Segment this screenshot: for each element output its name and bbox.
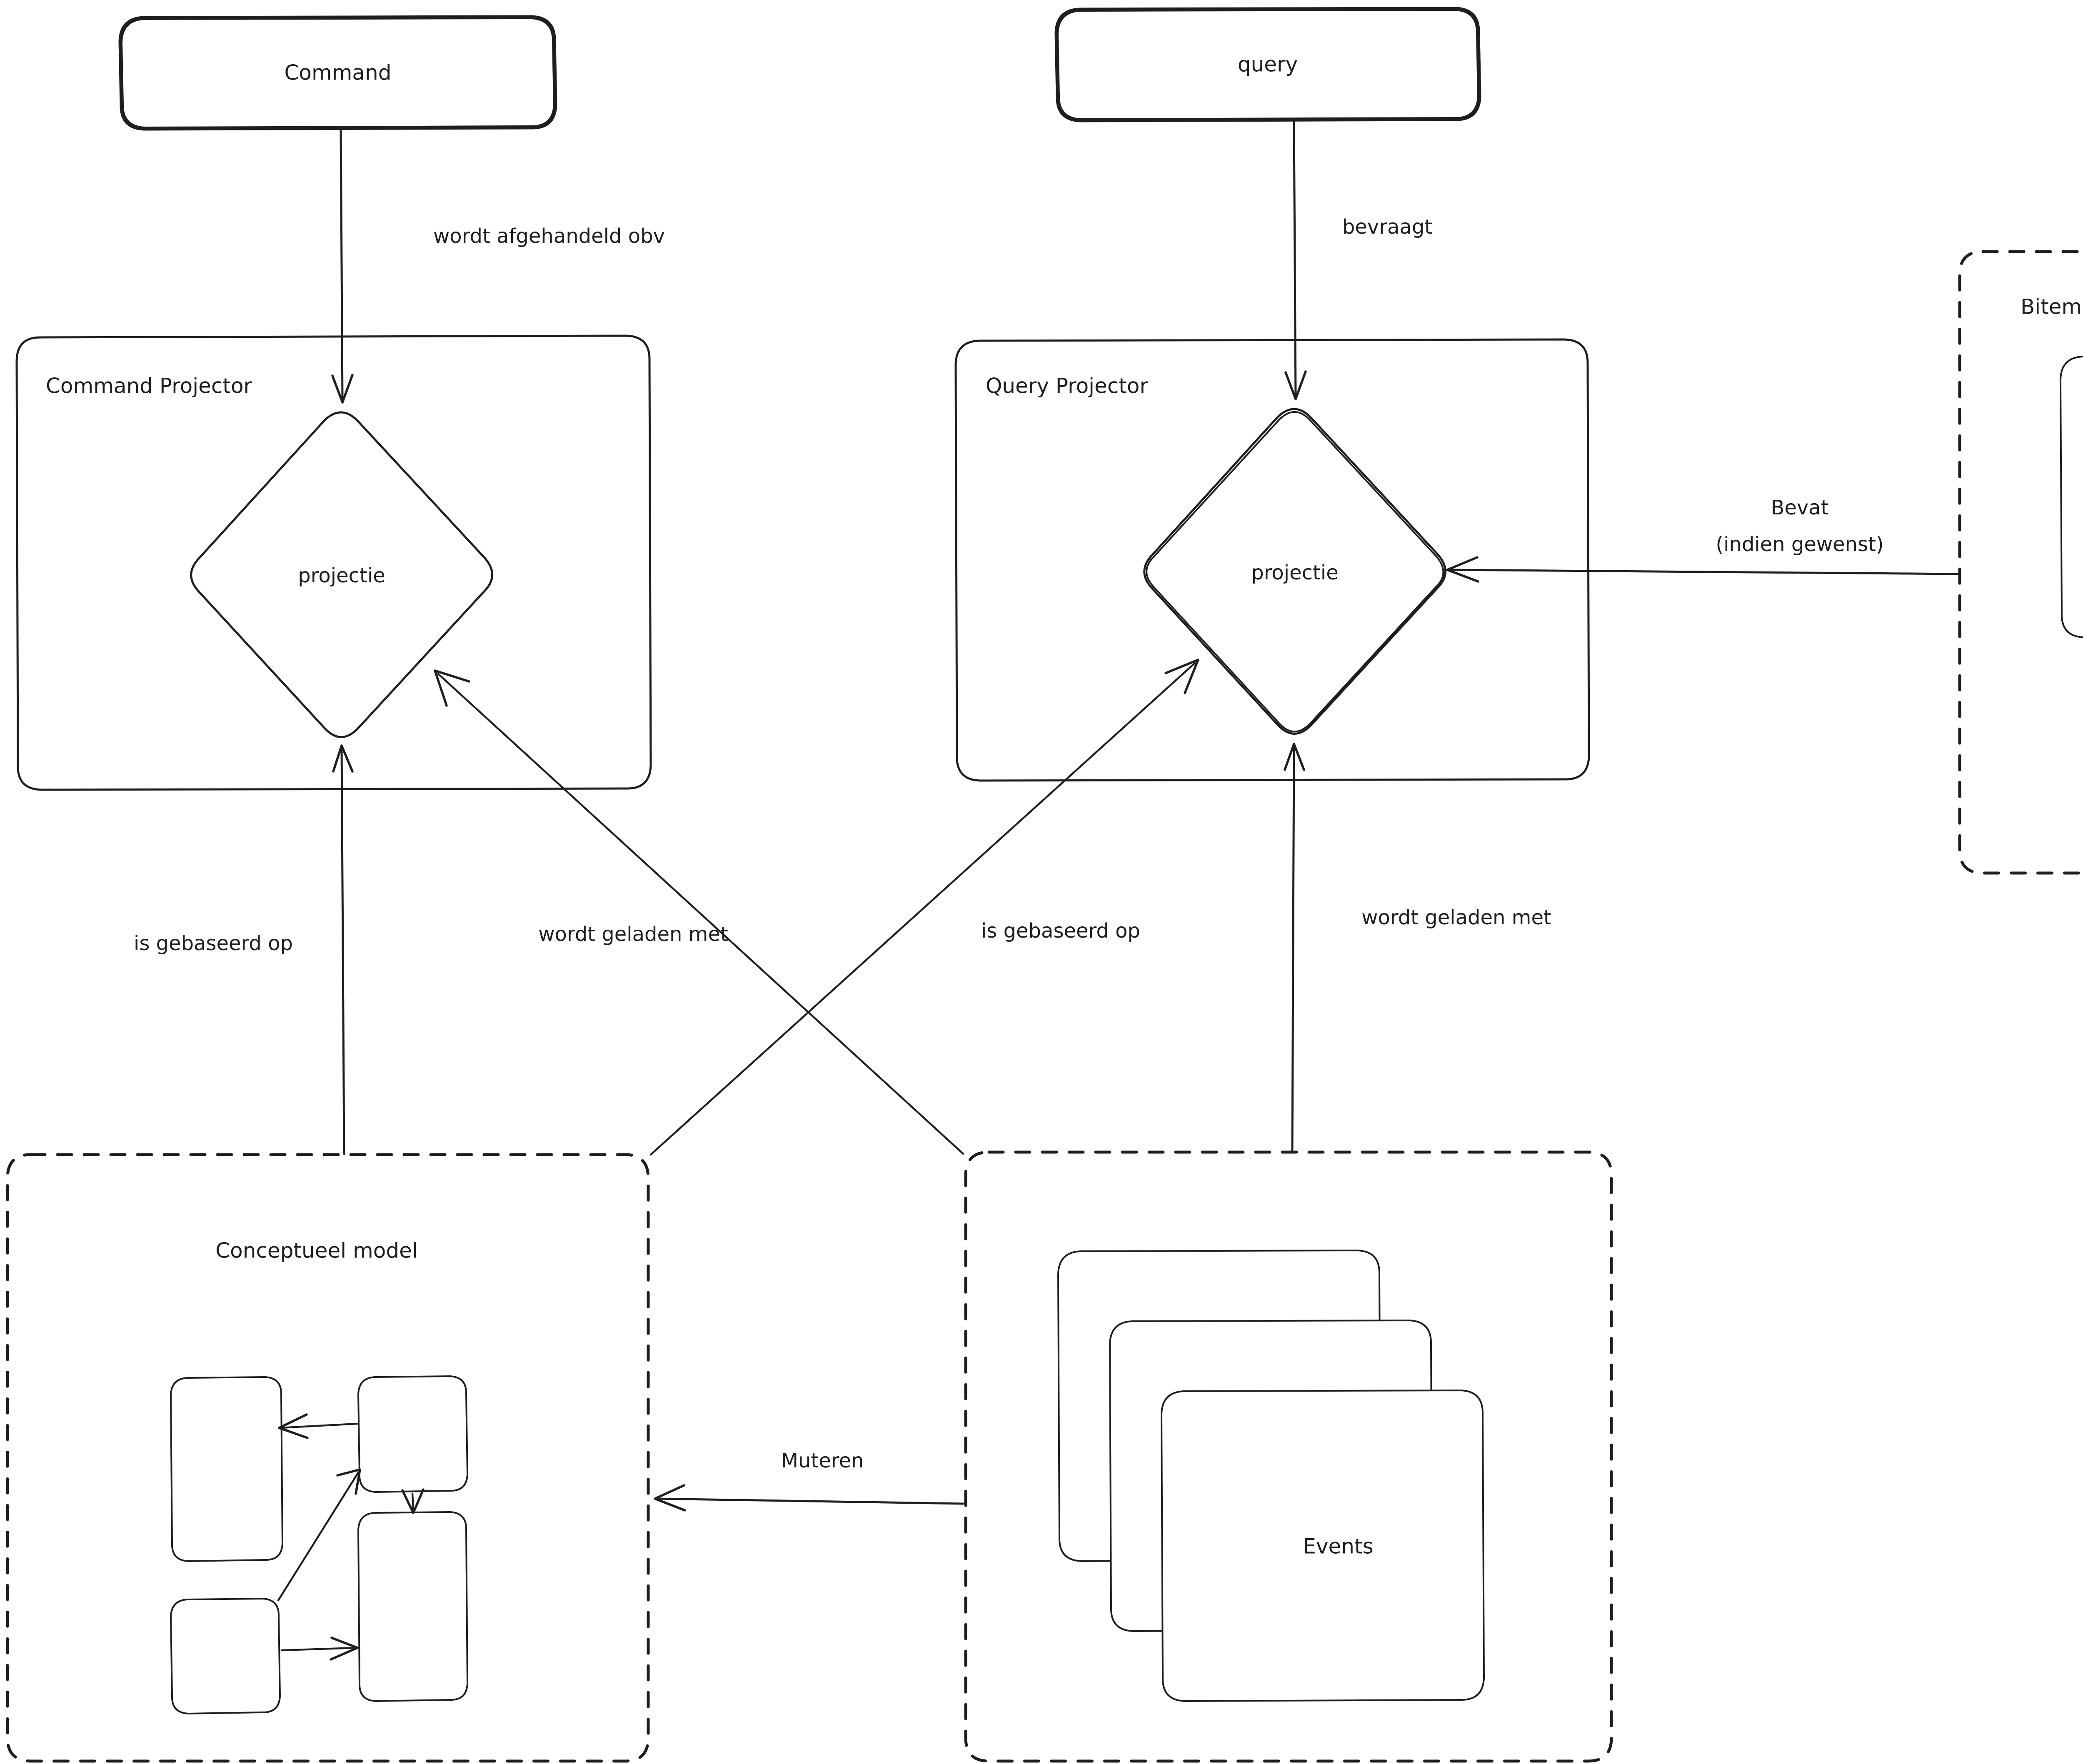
node-query[interactable]: query [1054, 7, 1481, 122]
edge-query-arrowhead [1284, 370, 1307, 400]
edge-muteren-label: Muteren [781, 1449, 864, 1472]
edge-gebaseerd-left-line [340, 746, 345, 1155]
edge-command-arrowhead [331, 374, 354, 404]
query-box-outline-2 [1057, 9, 1479, 120]
group-events [964, 1150, 1613, 1763]
node-events-stack[interactable]: Events [1057, 1250, 1485, 1702]
concept-box-a[interactable] [170, 1376, 283, 1562]
edge-gebaseerd-right-arrowhead [1164, 659, 1199, 694]
edge-bevat-label-line1: Bevat [1771, 496, 1828, 519]
group-bitemporele-gegevens [1958, 250, 2083, 875]
events-card-front [1161, 1390, 1485, 1702]
edge-gebaseerd-right-line [649, 662, 1196, 1156]
command-box-outline-1 [118, 15, 557, 131]
edge-bevat-label-line2: (indien gewenst) [1716, 533, 1883, 556]
edge-geladen-left-label: wordt geladen met [538, 923, 728, 946]
edge-query-label: bevraagt [1342, 215, 1432, 239]
node-moment-stack[interactable]: Moment [2060, 355, 2083, 767]
edge-geladen-right-label: wordt geladen met [1361, 906, 1551, 929]
edge-geladen-right-arrowhead [1284, 743, 1305, 771]
events-label: Events [1303, 1534, 1373, 1559]
edge-gebaseerd-left-label: is gebaseerd op [134, 932, 293, 955]
edge-geladen-left-line [437, 673, 964, 1155]
concept-arrow-b-to-c [411, 1492, 415, 1512]
query-label: query [1238, 52, 1298, 77]
edge-moment-to-query-projection: Bevat (indien gewenst) [1446, 496, 1960, 583]
bitemporele-gegevens-border [1958, 250, 2083, 875]
conceptueel-model-border [6, 1153, 650, 1763]
edge-events-to-query-projection: wordt geladen met [1284, 743, 1551, 1153]
concept-arrow-b-to-a [279, 1422, 359, 1429]
command-projector-border [15, 334, 652, 791]
concept-box-d[interactable] [170, 1598, 281, 1714]
container-query-projector: Query Projector [954, 338, 1590, 782]
conceptueel-model-inner: Conceptueel model [170, 1239, 468, 1714]
query-projectie-diamond-2 [1146, 411, 1444, 733]
edge-command-line [340, 129, 344, 401]
command-projectie-diamond [190, 411, 493, 738]
edge-bevat-line [1449, 569, 1960, 575]
edge-gebaseerd-right-label: is gebaseerd op [981, 919, 1140, 943]
query-projector-label: Query Projector [986, 374, 1149, 398]
moment-card-back [2060, 355, 2083, 638]
command-label: Command [285, 61, 392, 85]
edge-query-to-projection: bevraagt [1284, 120, 1432, 400]
command-projectie-label: projectie [298, 564, 385, 587]
group-conceptueel-model [6, 1153, 650, 1763]
conceptueel-model-label: Conceptueel model [215, 1239, 417, 1263]
query-projector-border [954, 338, 1590, 782]
edge-gebaseerd-left-arrowhead [332, 744, 354, 773]
edge-geladen-right-line [1291, 744, 1295, 1153]
edge-events-to-command-projection: wordt geladen met [434, 669, 964, 1155]
command-box-outline-2 [121, 17, 555, 128]
concept-arrow-d-to-b [277, 1470, 360, 1602]
edge-bevat-arrowhead [1446, 556, 1479, 583]
query-box-outline-1 [1054, 7, 1481, 122]
concept-arrowhead-d-to-c [330, 1637, 359, 1661]
edge-command-label: wordt afgehandeld obv [433, 225, 665, 248]
concept-box-b[interactable] [357, 1375, 468, 1493]
concept-arrowhead-b-to-a [278, 1413, 309, 1439]
bitemporele-gegevens-label: Bitemporele gegevens [2021, 295, 2083, 319]
edge-command-projection-to-model: is gebaseerd op [134, 744, 354, 1155]
query-projectie-diamond [1143, 408, 1446, 735]
edge-query-projection-to-model: is gebaseerd op [649, 659, 1199, 1156]
edge-muteren-arrowhead [654, 1484, 686, 1512]
node-query-projectie[interactable]: projectie [1143, 408, 1446, 735]
query-projectie-label: projectie [1251, 561, 1338, 584]
node-command[interactable]: Command [118, 15, 557, 131]
command-projector-label: Command Projector [46, 374, 252, 398]
edge-geladen-left-arrowhead [434, 669, 470, 707]
edge-events-to-conceptueel-model: Muteren [654, 1449, 964, 1512]
events-border [964, 1150, 1613, 1763]
edge-query-line [1293, 120, 1297, 398]
node-command-projectie[interactable]: projectie [190, 411, 493, 738]
concept-box-c[interactable] [357, 1511, 468, 1702]
concept-arrow-d-to-c [280, 1647, 358, 1652]
edge-command-to-projection: wordt afgehandeld obv [331, 129, 665, 404]
edge-muteren-line [656, 1497, 964, 1505]
container-command-projector: Command Projector [15, 334, 652, 791]
concept-arrowhead-b-to-c [401, 1488, 425, 1514]
concept-arrowhead-d-to-b [336, 1468, 361, 1495]
